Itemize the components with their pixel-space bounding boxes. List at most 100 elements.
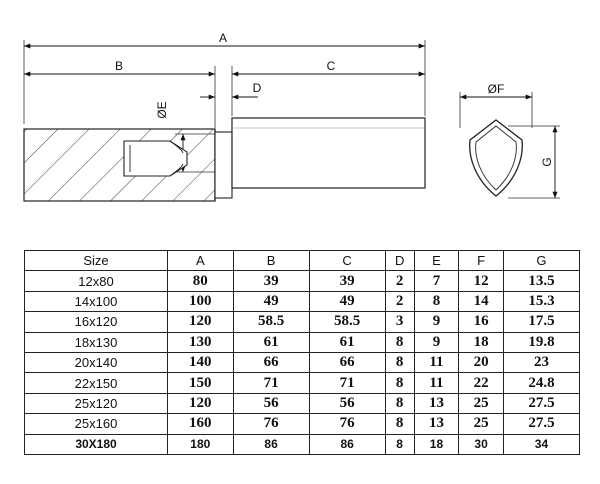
header-b: B (232, 249, 310, 272)
cell-b: 58.5 (232, 311, 310, 333)
pin-section (214, 117, 426, 199)
cell-c: 61 (308, 331, 386, 353)
cell-e: 13 (413, 392, 460, 415)
cell-d: 8 (384, 433, 415, 455)
cell-f: 12 (458, 270, 504, 292)
cell-d: 2 (384, 290, 415, 313)
cell-e: 9 (413, 331, 460, 353)
cell-d: 8 (384, 372, 415, 394)
cell-g: 27.5 (502, 413, 581, 435)
cell-e: 7 (413, 270, 460, 292)
cell-f: 16 (458, 311, 504, 333)
cell-b: 71 (232, 372, 310, 394)
cell-c: 49 (308, 290, 386, 313)
dim-label-b: B (115, 59, 123, 73)
cell-size: 16x120 (24, 311, 168, 333)
cell-a: 180 (167, 433, 234, 455)
dimension-lines (24, 43, 558, 198)
cell-c: 76 (308, 413, 386, 435)
cell-e: 8 (413, 290, 460, 313)
header-size: Size (24, 249, 168, 272)
cell-c: 56 (308, 392, 386, 415)
dim-label-g: G (540, 157, 554, 166)
cell-b: 61 (232, 331, 310, 353)
cell-d: 3 (384, 311, 415, 333)
cell-c: 86 (308, 433, 386, 455)
cell-a: 100 (167, 290, 234, 313)
cell-g: 23 (502, 351, 581, 374)
cell-b: 86 (232, 433, 310, 455)
cell-g: 15.3 (502, 290, 581, 313)
dim-label-f: ØF (488, 82, 505, 96)
cell-b: 56 (232, 392, 310, 415)
dim-label-e: ØE (155, 101, 169, 118)
cell-f: 20 (458, 351, 504, 374)
cell-f: 22 (458, 372, 504, 394)
cell-g: 19.8 (502, 331, 581, 353)
cell-e: 11 (413, 372, 460, 394)
cell-size: 22x150 (24, 372, 168, 394)
cell-a: 80 (167, 270, 234, 292)
header-c: C (308, 249, 386, 272)
cell-d: 8 (384, 351, 415, 374)
cell-g: 34 (502, 433, 581, 455)
cell-a: 140 (167, 351, 234, 374)
cell-f: 30 (458, 433, 504, 455)
cell-d: 8 (384, 392, 415, 415)
cell-g: 24.8 (502, 372, 581, 394)
cell-e: 13 (413, 413, 460, 435)
cell-size: 25x120 (24, 392, 168, 415)
cell-a: 150 (167, 372, 234, 394)
header-f: F (458, 249, 504, 272)
header-d: D (384, 249, 415, 272)
cell-e: 11 (413, 351, 460, 374)
cell-size: 18x130 (24, 331, 168, 353)
cell-g: 27.5 (502, 392, 581, 415)
header-a: A (167, 249, 234, 272)
shaft-section-hatched (23, 128, 216, 202)
cell-d: 8 (384, 413, 415, 435)
header-e: E (413, 249, 460, 272)
dim-label-a: A (219, 31, 227, 45)
cell-e: 9 (413, 311, 460, 333)
cell-g: 13.5 (502, 270, 581, 292)
cell-f: 18 (458, 331, 504, 353)
table-header-row: Size A B C D E F G (24, 249, 581, 272)
cell-size: 14x100 (24, 290, 168, 313)
cell-b: 66 (232, 351, 310, 374)
cell-size: 25x160 (24, 413, 168, 435)
cell-b: 39 (232, 270, 310, 292)
cell-b: 76 (232, 413, 310, 435)
end-view-profile (469, 119, 523, 197)
cell-a: 130 (167, 331, 234, 353)
cell-b: 49 (232, 290, 310, 313)
cell-e: 18 (413, 433, 460, 455)
cell-size: 30X180 (24, 433, 168, 455)
cell-f: 25 (458, 413, 504, 435)
header-g: G (502, 249, 581, 272)
cell-size: 12x80 (24, 270, 168, 292)
cell-d: 2 (384, 270, 415, 292)
cell-size: 20x140 (24, 351, 168, 374)
cell-a: 160 (167, 413, 234, 435)
cell-f: 14 (458, 290, 504, 313)
cell-g: 17.5 (502, 311, 581, 333)
cell-d: 8 (384, 331, 415, 353)
cell-c: 66 (308, 351, 386, 374)
cell-c: 58.5 (308, 311, 386, 333)
cell-c: 39 (308, 270, 386, 292)
cell-c: 71 (308, 372, 386, 394)
cell-a: 120 (167, 392, 234, 415)
dim-label-d: D (253, 81, 262, 95)
dim-label-c: C (327, 59, 336, 73)
technical-drawing: A B C D ØE ØF G (23, 31, 560, 202)
